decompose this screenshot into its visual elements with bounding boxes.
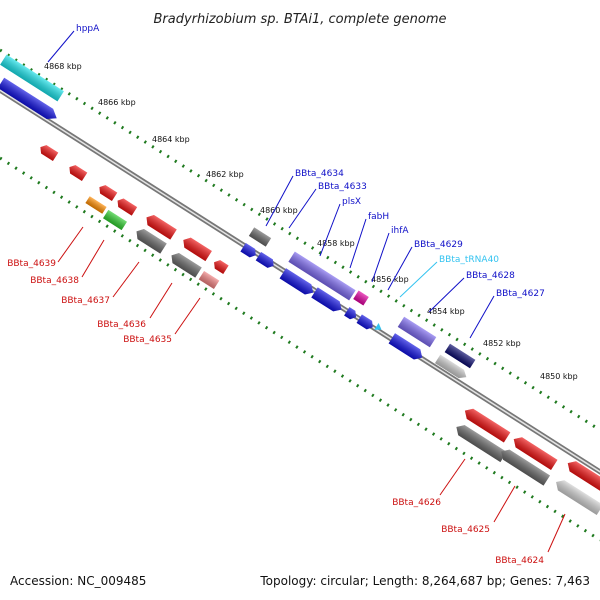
gene-ihfA[interactable]: [344, 307, 359, 321]
gene-fabH[interactable]: [353, 290, 369, 306]
gene-BBta_4626[interactable]: [453, 422, 507, 463]
tick-label: 4868 kbp: [44, 62, 82, 71]
accession-text: Accession: NC_009485: [10, 574, 146, 588]
map-title: Bradyrhizobium sp. BTAi1, complete genom…: [153, 12, 446, 27]
gene-forward[interactable]: [0, 77, 60, 124]
gene-BBta_4635[interactable]: [198, 270, 220, 290]
gene-BBta_4638[interactable]: [103, 209, 127, 231]
gene-label-BBta_4637[interactable]: BBta_4637: [61, 296, 110, 306]
gene-reverse[interactable]: [67, 163, 88, 182]
gene-forward[interactable]: [279, 268, 317, 297]
gene-reverse[interactable]: [211, 258, 229, 274]
gene-BBta_4637[interactable]: [133, 226, 167, 254]
gene-forward[interactable]: [311, 287, 344, 314]
gene-BBta_4634[interactable]: [248, 227, 272, 247]
tick-label: 4856 kbp: [371, 275, 409, 284]
gene-label-BBta_4628[interactable]: BBta_4628: [466, 271, 515, 281]
gene-BBta_4628[interactable]: [397, 316, 437, 348]
gene-reverse[interactable]: [180, 235, 212, 262]
tick-label: 4866 kbp: [98, 98, 136, 107]
gene-reverse[interactable]: [565, 458, 600, 494]
gene-label-BBta_4636[interactable]: BBta_4636: [97, 320, 146, 330]
gene-reverse[interactable]: [38, 143, 59, 162]
gene-BBta_4633[interactable]: [255, 251, 277, 270]
gene-label-fabH[interactable]: fabH: [368, 212, 389, 222]
gene-BBta_4629[interactable]: [356, 314, 376, 331]
gene-label-BBta_tRNA40[interactable]: BBta_tRNA40: [439, 255, 499, 265]
tick-label: 4864 kbp: [152, 135, 190, 144]
gene-label-BBta_4626[interactable]: BBta_4626: [392, 498, 441, 508]
scale-ticks: [0, 48, 600, 542]
topology-text: Topology: circular; Length: 8,264,687 bp…: [259, 574, 590, 588]
gene-label-BBta_4635[interactable]: BBta_4635: [123, 335, 172, 345]
gene-label-BBta_4633[interactable]: BBta_4633: [318, 182, 367, 192]
tick-label: 4850 kbp: [540, 372, 578, 381]
gene-label-BBta_4629[interactable]: BBta_4629: [414, 240, 463, 250]
gene-reverse[interactable]: [115, 196, 138, 216]
gene-reverse[interactable]: [143, 212, 177, 240]
gene-forward[interactable]: [240, 243, 258, 259]
tick-label: 4862 kbp: [206, 170, 244, 179]
gene-reverse[interactable]: [462, 406, 511, 443]
reverse-gene-labels: BBta_4639 BBta_4638 BBta_4637 BBta_4636 …: [7, 226, 566, 566]
gene-reverse[interactable]: [97, 183, 118, 202]
gene-reverse[interactable]: [511, 434, 558, 470]
gene-label-BBta_4639[interactable]: BBta_4639: [7, 259, 56, 269]
tick-label: 4854 kbp: [427, 307, 465, 316]
tick-label: 4858 kbp: [317, 239, 355, 248]
gene-label-BBta_4624[interactable]: BBta_4624: [495, 556, 544, 566]
gene-BBta_4625[interactable]: [498, 446, 550, 486]
tick-labels: 4868 kbp 4866 kbp 4864 kbp 4862 kbp 4860…: [44, 62, 578, 381]
gene-BBta_4636[interactable]: [168, 250, 202, 278]
forward-gene-labels: hppA BBta_4634 BBta_4633 plsX fabH ihfA …: [47, 24, 545, 339]
tick-label: 4860 kbp: [260, 206, 298, 215]
gene-BBta_4624[interactable]: [553, 477, 600, 516]
gene-label-hppA[interactable]: hppA: [76, 24, 100, 34]
gene-label-BBta_4627[interactable]: BBta_4627: [496, 289, 545, 299]
gene-plsX[interactable]: [288, 251, 356, 301]
gene-label-ihfA[interactable]: ihfA: [391, 226, 409, 236]
gene-label-BBta_4638[interactable]: BBta_4638: [30, 276, 79, 286]
gene-BBta_tRNA40[interactable]: [374, 323, 383, 333]
gene-label-plsX[interactable]: plsX: [342, 197, 361, 207]
tick-label: 4852 kbp: [483, 339, 521, 348]
gene-label-BBta_4625[interactable]: BBta_4625: [441, 525, 490, 535]
gene-BBta_4627[interactable]: [444, 343, 476, 369]
gene-label-BBta_4634[interactable]: BBta_4634: [295, 169, 344, 179]
gene-hppA[interactable]: [0, 54, 64, 102]
gene-BBta_4639[interactable]: [85, 196, 107, 214]
gene-forward[interactable]: [388, 333, 426, 362]
gene-forward[interactable]: [434, 354, 469, 382]
gene-features: [0, 54, 600, 516]
